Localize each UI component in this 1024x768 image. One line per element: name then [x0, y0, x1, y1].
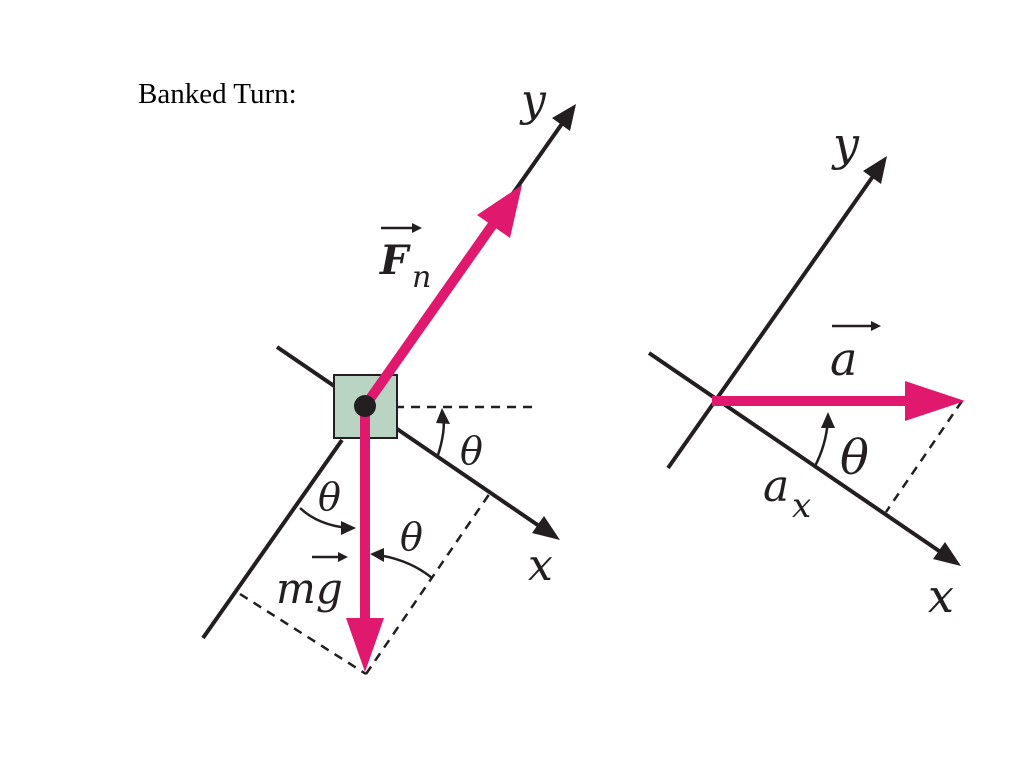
- left-x-axis: [275, 345, 547, 532]
- weight-arrowhead: [346, 618, 384, 672]
- normal-force-label: F n: [379, 223, 431, 295]
- normal-force-subscript: n: [412, 260, 431, 295]
- component-symbol: a: [763, 461, 789, 512]
- normal-force-symbol: F: [379, 237, 411, 284]
- left-x-axis-arrowhead: [532, 516, 560, 540]
- bank-surface-line: [201, 438, 344, 640]
- angle-arc-horizontal-head: [436, 408, 450, 424]
- weight-symbol: mg: [276, 564, 343, 613]
- acceleration-label: a: [830, 321, 881, 386]
- right-x-axis: [647, 351, 947, 557]
- weight-label: mg: [276, 552, 348, 613]
- slide-title: Banked Turn:: [138, 78, 297, 110]
- left-x-axis-label: x: [528, 540, 553, 591]
- normal-force-arrowhead: [477, 185, 522, 238]
- component-dashed-line-2: [364, 492, 492, 675]
- right-y-axis-arrowhead: [863, 156, 887, 184]
- right-y-axis-label: y: [831, 117, 860, 171]
- angle-arc-weight-right-head: [370, 548, 384, 562]
- right-x-axis-arrowhead: [933, 542, 961, 566]
- left-y-axis-arrowhead: [552, 104, 576, 131]
- center-dot: [354, 395, 376, 417]
- theta-label-weight-left: θ: [318, 475, 341, 519]
- component-subscript: x: [792, 486, 811, 526]
- normal-force-vector: [360, 217, 501, 409]
- acceleration-symbol: a: [830, 332, 857, 386]
- left-y-axis-label: y: [519, 75, 547, 126]
- right-x-axis-label: x: [928, 569, 954, 623]
- theta-label-horizontal: θ: [460, 429, 483, 473]
- right-theta-label: θ: [840, 430, 869, 486]
- acceleration-arrowhead: [905, 381, 965, 421]
- theta-label-weight-right: θ: [400, 515, 423, 559]
- right-y-axis: [666, 170, 878, 470]
- acceleration-component-label: a x: [763, 461, 811, 526]
- component-dashed-line-1: [239, 592, 367, 676]
- right-component-dashed-line: [884, 400, 964, 513]
- left-free-body-diagram: y x F n mg θ θ θ: [201, 75, 576, 676]
- right-acceleration-diagram: y x a θ a x: [647, 117, 965, 623]
- angle-arc-weight-left-head: [341, 521, 356, 535]
- right-angle-arc-head: [821, 412, 835, 428]
